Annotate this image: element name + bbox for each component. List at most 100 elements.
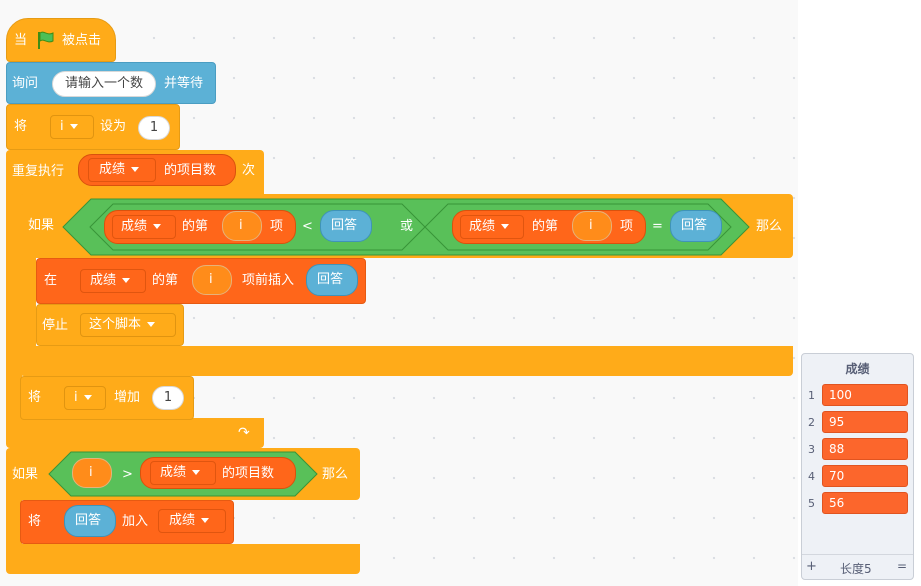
answer-text-right: 回答 bbox=[681, 218, 708, 233]
ask-wait-label: 并等待 bbox=[164, 76, 204, 91]
if-left-list-name: 成绩 bbox=[121, 219, 148, 234]
chevron-down-icon bbox=[83, 395, 92, 400]
chevron-down-icon bbox=[501, 224, 510, 229]
if-left-list-dropdown[interactable]: 成绩 bbox=[112, 215, 176, 239]
if-outer-if-label: 如果 bbox=[12, 467, 39, 482]
green-flag-icon bbox=[38, 31, 54, 49]
answer-text-add: 回答 bbox=[75, 513, 102, 528]
answer-text-insert: 回答 bbox=[317, 272, 344, 287]
insert-list-name: 成绩 bbox=[90, 273, 117, 288]
or-label: 或 bbox=[400, 219, 414, 234]
variable-i-reporter[interactable] bbox=[192, 265, 232, 295]
variable-i-reporter[interactable] bbox=[72, 458, 112, 488]
ask-prompt-text: 请输入一个数 bbox=[64, 76, 143, 91]
if-outer-list-name: 成绩 bbox=[160, 465, 187, 480]
answer-text-left: 回答 bbox=[331, 218, 358, 233]
repeat-times-label: 次 bbox=[242, 163, 256, 178]
list-item-index: 2 bbox=[808, 416, 815, 429]
ask-prompt-input[interactable]: 请输入一个数 bbox=[52, 71, 156, 97]
set-label: 将 bbox=[14, 119, 28, 134]
add-label: 将 bbox=[28, 514, 42, 529]
hat-when-label: 当 bbox=[14, 33, 28, 48]
change-variable-dropdown[interactable]: i bbox=[64, 386, 106, 410]
repeat-list-name: 成绩 bbox=[99, 162, 126, 177]
insert-nth-label: 的第 bbox=[152, 273, 179, 288]
stop-option-dropdown[interactable]: 这个脚本 bbox=[80, 313, 176, 337]
stop-label: 停止 bbox=[42, 318, 69, 333]
set-value-input[interactable]: 1 bbox=[138, 116, 170, 140]
if-right-list-dropdown[interactable]: 成绩 bbox=[460, 215, 524, 239]
set-variable-name: i bbox=[60, 119, 64, 134]
set-value-text: 1 bbox=[149, 120, 159, 135]
set-to-label: 设为 bbox=[100, 119, 127, 134]
change-variable-name: i bbox=[74, 390, 78, 405]
set-variable-dropdown[interactable]: i bbox=[50, 115, 94, 139]
list-monitor-footer: + 长度5 = bbox=[802, 554, 913, 579]
repeat-list-dropdown[interactable]: 成绩 bbox=[88, 158, 156, 182]
chevron-down-icon bbox=[153, 224, 162, 229]
chevron-down-icon bbox=[131, 167, 140, 172]
chevron-down-icon bbox=[122, 278, 131, 283]
ask-label: 询问 bbox=[12, 76, 39, 91]
list-item[interactable]: 95 bbox=[822, 411, 908, 433]
if-left-nth-label: 的第 bbox=[182, 219, 209, 234]
if-outer-list-dropdown[interactable]: 成绩 bbox=[150, 461, 216, 485]
chevron-down-icon bbox=[147, 322, 156, 327]
insert-index-text: i bbox=[209, 272, 213, 287]
insert-label: 在 bbox=[44, 273, 58, 288]
change-value-input[interactable]: 1 bbox=[152, 386, 184, 410]
if-inner-block-spine bbox=[20, 250, 36, 350]
change-by-label: 增加 bbox=[114, 390, 141, 405]
list-item[interactable]: 56 bbox=[822, 492, 908, 514]
answer-reporter-left[interactable] bbox=[320, 210, 372, 242]
list-item-index: 1 bbox=[808, 389, 815, 402]
when-flag-clicked-hat[interactable] bbox=[6, 18, 116, 62]
list-item-index: 4 bbox=[808, 470, 815, 483]
variable-i-reporter[interactable] bbox=[572, 211, 612, 241]
answer-reporter-right[interactable] bbox=[670, 210, 722, 242]
if-outer-then-label: 那么 bbox=[322, 467, 349, 482]
repeat-loop-arrow-icon: ↷ bbox=[238, 425, 250, 441]
variable-i-reporter[interactable] bbox=[222, 211, 262, 241]
list-item[interactable]: 88 bbox=[822, 438, 908, 460]
add-to-label: 加入 bbox=[122, 514, 149, 529]
if-inner-block-foot bbox=[20, 346, 793, 376]
greater-than-operator-label: > bbox=[122, 467, 133, 482]
answer-reporter-insert[interactable] bbox=[306, 264, 358, 296]
repeat-length-label: 的项目数 bbox=[164, 163, 217, 178]
list-length-label: 长度5 bbox=[840, 562, 872, 576]
if-right-list-name: 成绩 bbox=[469, 219, 496, 234]
stop-option-text: 这个脚本 bbox=[89, 317, 142, 332]
insert-list-dropdown[interactable]: 成绩 bbox=[80, 269, 146, 293]
if-left-item-label: 项 bbox=[270, 219, 284, 234]
if-right-index-text: i bbox=[589, 218, 593, 233]
list-item[interactable]: 70 bbox=[822, 465, 908, 487]
if-inner-if-label: 如果 bbox=[28, 218, 55, 233]
if-outer-length-label: 的项目数 bbox=[222, 466, 275, 481]
add-item-button[interactable]: + bbox=[806, 559, 817, 574]
if-outer-block-spine bbox=[6, 494, 22, 550]
repeat-block-spine bbox=[6, 190, 22, 420]
chevron-down-icon bbox=[192, 470, 201, 475]
if-inner-then-label: 那么 bbox=[756, 219, 783, 234]
add-list-name: 成绩 bbox=[169, 513, 196, 528]
if-right-item-label: 项 bbox=[620, 219, 634, 234]
answer-reporter-add[interactable] bbox=[64, 505, 116, 537]
add-list-dropdown[interactable]: 成绩 bbox=[158, 509, 226, 533]
resize-handle[interactable]: = bbox=[896, 559, 907, 573]
less-than-operator-label: < bbox=[302, 219, 313, 234]
change-label: 将 bbox=[28, 390, 42, 405]
list-item[interactable]: 100 bbox=[822, 384, 908, 406]
list-item-index: 3 bbox=[808, 443, 815, 456]
list-monitor-title: 成绩 bbox=[845, 362, 870, 376]
chevron-down-icon bbox=[201, 518, 210, 523]
change-value-text: 1 bbox=[163, 390, 173, 405]
chevron-down-icon bbox=[69, 124, 78, 129]
if-outer-block-foot bbox=[6, 544, 360, 574]
hat-clicked-label: 被点击 bbox=[62, 33, 102, 48]
if-outer-index-text: i bbox=[89, 465, 93, 480]
insert-before-label: 项前插入 bbox=[242, 273, 295, 288]
repeat-block-foot[interactable] bbox=[6, 418, 264, 448]
change-variable-block[interactable] bbox=[20, 376, 194, 420]
list-monitor[interactable]: 成绩 1 100 2 95 3 88 4 70 5 56 + 长度5 = bbox=[801, 353, 914, 580]
